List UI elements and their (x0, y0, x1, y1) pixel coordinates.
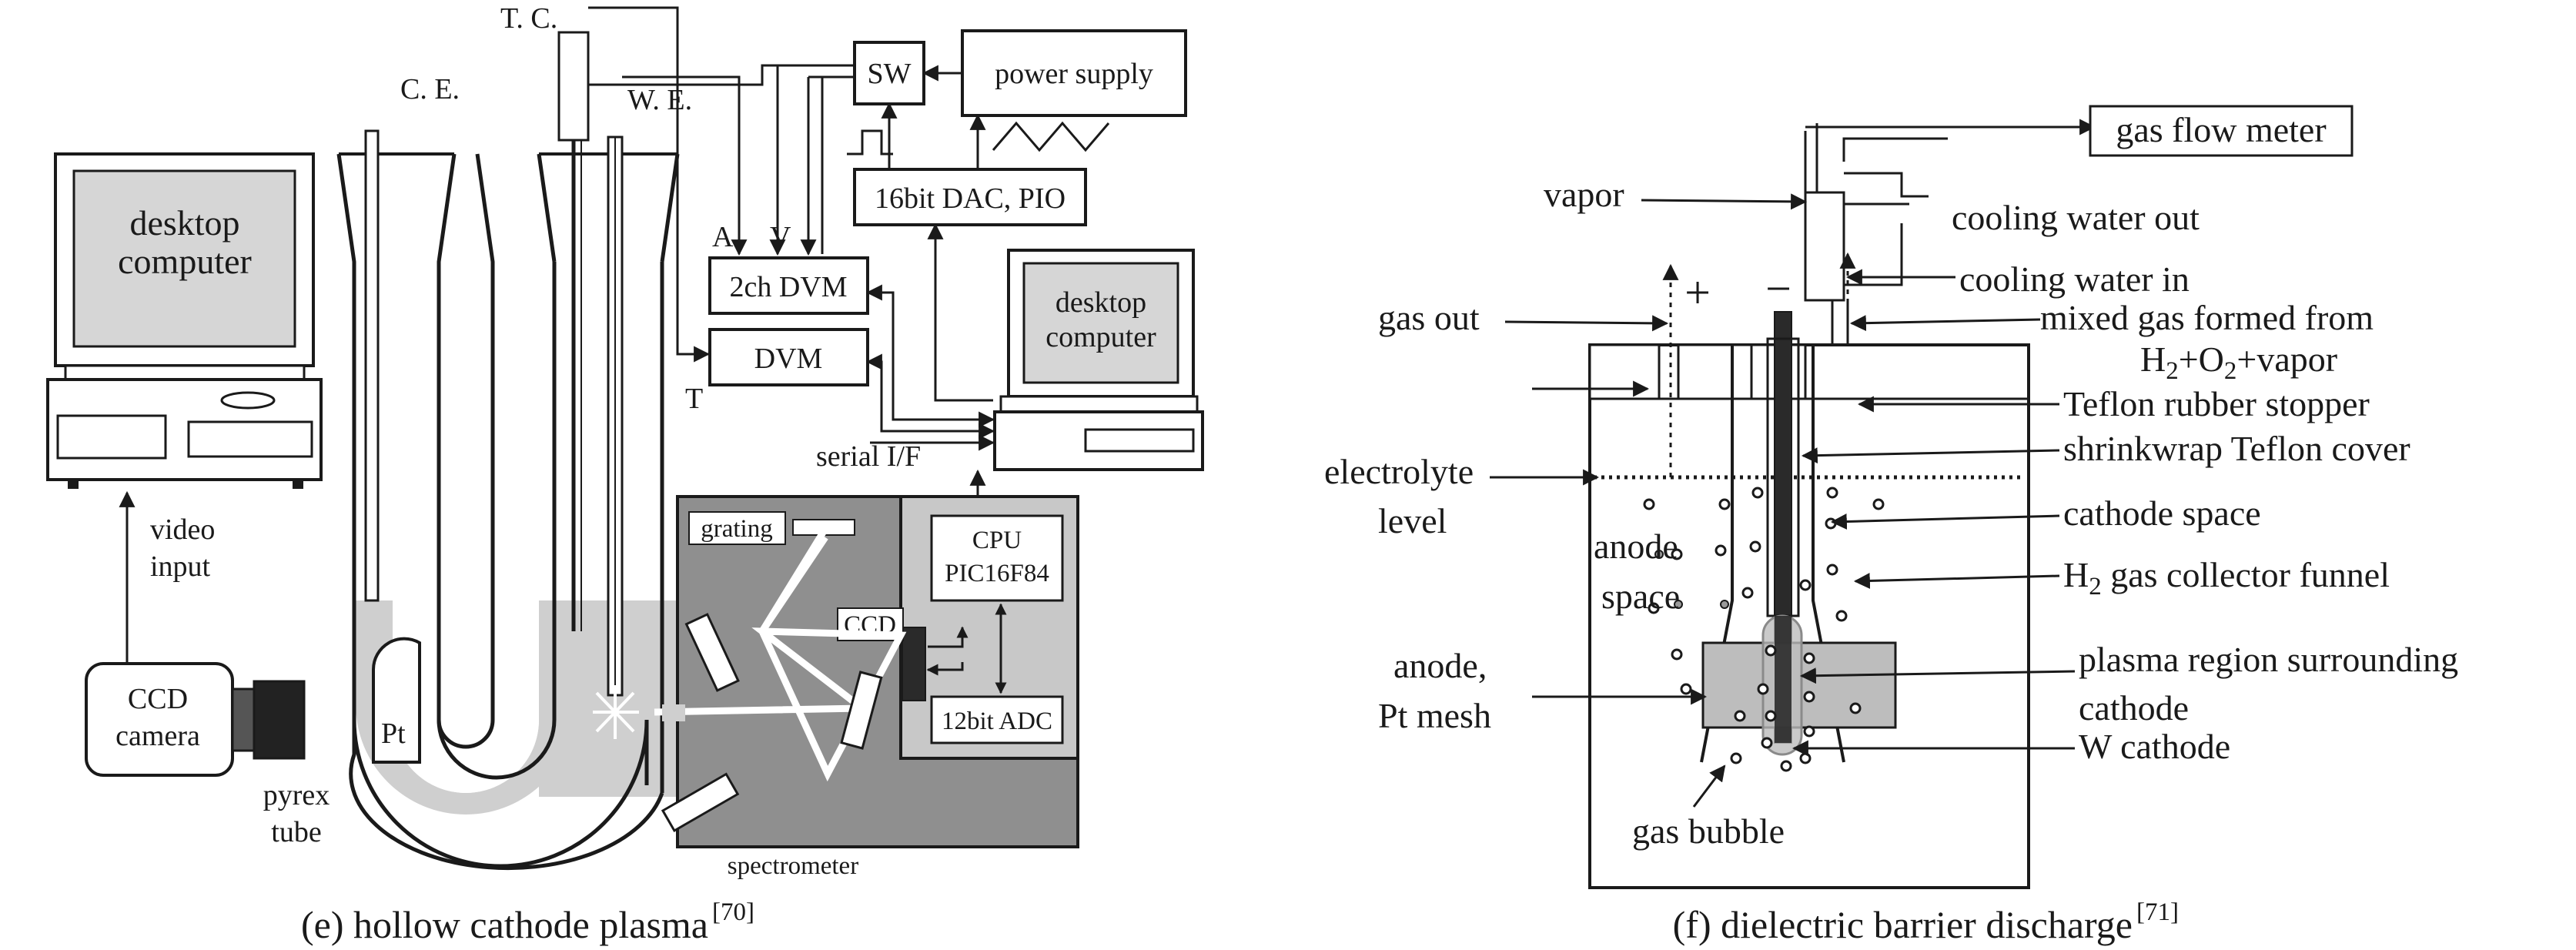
w-cathode-label: W cathode (2079, 727, 2230, 766)
gas-flow-meter-box (2089, 105, 2354, 157)
gas-flow-meter-label: gas flow meter (2116, 110, 2326, 149)
desktop-right-label-2: computer (1045, 321, 1156, 353)
counter-electrode (364, 129, 380, 602)
panel-e-hollow-cathode: desktop computer video input CCD camera … (46, 2, 1204, 946)
caption-e-main: (e) hollow cathode plasma (301, 903, 708, 946)
t-label: T (685, 383, 703, 415)
plus-sign: + (1684, 267, 1711, 318)
stopper-left (1588, 343, 1661, 400)
anode-space-label-1: anode (1594, 527, 1678, 566)
pyrex-label-2: tube (271, 816, 321, 848)
dvm2-label: 2ch DVM (729, 271, 847, 303)
mixed-gas-h: H (2140, 340, 2166, 379)
dac-box (853, 168, 1087, 226)
mixed-gas-label-1: mixed gas formed from (2040, 298, 2374, 337)
caption-f-ref: [71] (2136, 898, 2179, 926)
adc-label: 12bit ADC (942, 707, 1052, 735)
power-supply-label: power supply (995, 58, 1153, 90)
spectrometer-label: spectrometer (728, 852, 858, 880)
v-label: V (770, 221, 791, 253)
wire-tc-sw (588, 64, 855, 86)
desktop-computer-right: desktop computer (993, 249, 1204, 471)
mixed-gas-label-2: H2+O2+vapor (2140, 340, 2337, 385)
ccd-camera-label-2: camera (115, 720, 200, 752)
cathode-space-label: cathode space (2063, 493, 2261, 533)
teflon-stopper-label: Teflon rubber stopper (2063, 384, 2370, 423)
ccd-sensor (902, 627, 926, 701)
mixed-gas-vapor: +vapor (2236, 340, 2337, 379)
minus-sign: − (1765, 263, 1791, 314)
pt-label: Pt (381, 718, 406, 750)
pt-electrode (371, 637, 421, 764)
video-label-1: video (150, 513, 215, 546)
thermocouple (557, 31, 590, 142)
tc-wire (588, 6, 711, 363)
pyrex-u-tube (336, 152, 681, 871)
plasma-glow (593, 685, 639, 739)
mixed-gas-o: +O (2179, 340, 2224, 379)
anode-label-2: Pt mesh (1378, 696, 1491, 735)
funnel-label: H2 gas collector funnel (2063, 555, 2390, 600)
desktop-right-label-1: desktop (1055, 286, 1146, 319)
caption-e-ref: [70] (712, 898, 754, 926)
electrolyte-label-2: level (1378, 501, 1447, 540)
pulse-waveform (847, 129, 893, 156)
tc-label: T. C. (500, 2, 557, 35)
desktop-left-label-2: computer (118, 242, 252, 281)
plasma-label-2: cathode (2079, 688, 2189, 728)
anode-label-1: anode, (1393, 646, 1487, 685)
funnel-rest: gas collector funnel (2102, 555, 2390, 594)
cpu-label-1: CPU (972, 527, 1022, 554)
caption-f: (f) dielectric barrier discharge (1673, 903, 2133, 946)
cpu-label-2: PIC16F84 (945, 560, 1049, 587)
electrolyte-label-1: electrolyte (1324, 452, 1474, 491)
sw-label: SW (868, 58, 912, 90)
cooling-in-label: cooling water in (1959, 259, 2190, 299)
caption-e: (e) hollow cathode plasma (301, 903, 708, 946)
ccd-camera: CCD camera (85, 662, 306, 777)
desktop-computer-left: desktop computer (46, 152, 323, 489)
stopper-middle (1677, 343, 1753, 400)
we-label: W. E. (627, 84, 692, 116)
condenser (1804, 191, 1845, 302)
desktop-left-label-1: desktop (129, 203, 239, 243)
funnel-sub: 2 (2089, 573, 2102, 600)
vapor-label: vapor (1544, 175, 1624, 214)
triangle-waveform (992, 121, 1110, 152)
a-label: A (712, 221, 734, 253)
gas-bubble-label: gas bubble (1632, 811, 1785, 851)
mixed-gas-sub1: 2 (2166, 357, 2179, 385)
caption-f-main: (f) dielectric barrier discharge (1673, 903, 2133, 946)
dvm-box (708, 328, 869, 386)
plasma-label-1: plasma region surrounding (2079, 640, 2458, 679)
shrinkwrap-label: shrinkwrap Teflon cover (2063, 429, 2410, 468)
video-label-2: input (150, 550, 211, 583)
dvm-label: DVM (754, 343, 823, 375)
grating-label: grating (701, 515, 772, 543)
funnel-h: H (2063, 555, 2089, 594)
anode-space-label-2: space (1601, 577, 1680, 616)
ce-label: C. E. (400, 73, 460, 105)
gas-out-label: gas out (1378, 298, 1480, 337)
cooling-out-label: cooling water out (1952, 198, 2200, 237)
power-supply-box (961, 29, 1187, 117)
mixed-gas-sub2: 2 (2224, 357, 2237, 385)
gas-bubbles (1643, 487, 1885, 772)
outer-vessel (1588, 343, 2030, 889)
serial-label: serial I/F (816, 440, 921, 473)
pyrex-label-1: pyrex (263, 779, 330, 811)
ccd-camera-label-1: CCD (128, 683, 188, 715)
dac-label: 16bit DAC, PIO (875, 182, 1066, 215)
panel-f-dbd: gas flow meter vapor cooling water out c… (1324, 105, 2458, 946)
spectrometer: CPU PIC16F84 12bit ADC CCD grating (654, 495, 1079, 848)
